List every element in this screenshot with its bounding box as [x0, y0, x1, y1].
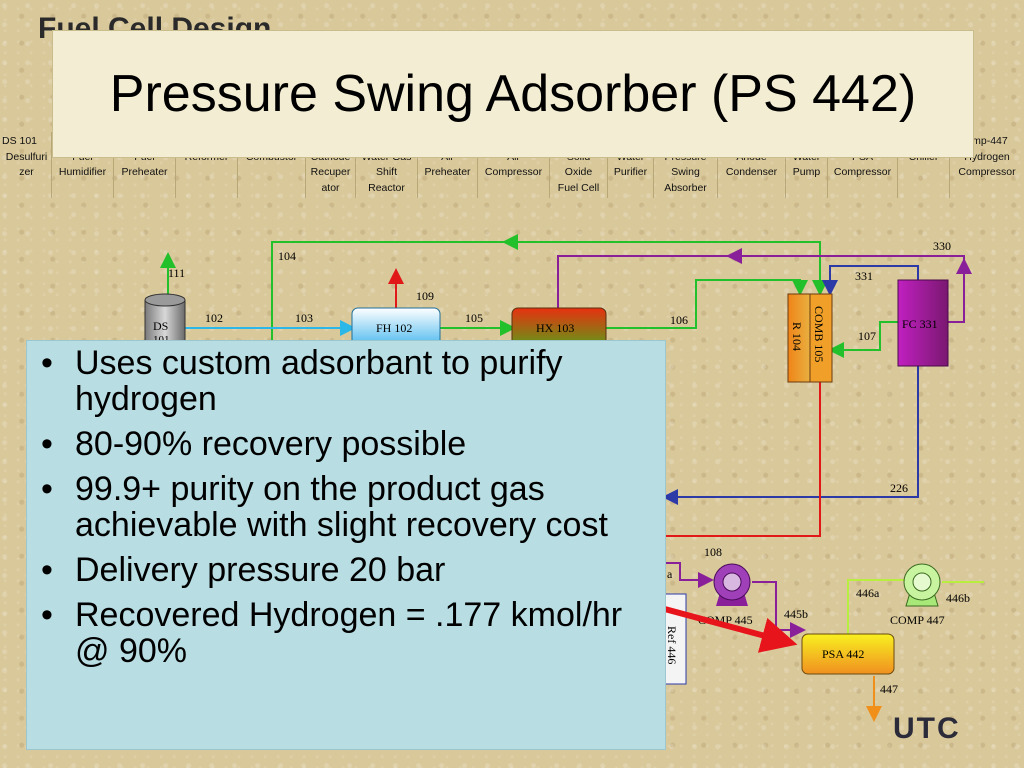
stream-445b-line [752, 581, 806, 638]
bullet-item: Delivery pressure 20 bar [41, 552, 655, 588]
bullet-list-box: Uses custom adsorbant to purify hydrogen… [26, 340, 666, 750]
psa-442-unit: PSA 442 [801, 633, 895, 675]
stream-331-label: 331 [855, 269, 873, 283]
stream-446a-line [847, 579, 904, 634]
fh-102-label: FH 102 [376, 321, 412, 335]
slide-title: Pressure Swing Adsorber (PS 442) [109, 65, 917, 123]
hx-103-label: HX 103 [536, 321, 574, 335]
bullet-list: Uses custom adsorbant to purify hydrogen… [41, 345, 655, 669]
stream-108-line [666, 382, 821, 537]
comb-105-label: COMB 105 [812, 306, 826, 362]
stream-102-label: 102 [205, 311, 223, 325]
ds-101-unit: DS 101 [144, 293, 186, 348]
stream-445a-label: a [667, 567, 673, 581]
stream-103-label: 103 [295, 311, 313, 325]
stream-104-label: 104 [278, 249, 296, 263]
bullet-item: 80-90% recovery possible [41, 426, 655, 462]
comp-447-label: COMP 447 [890, 613, 945, 627]
stream-447-label: 447 [880, 682, 898, 696]
stream-104-line [271, 241, 828, 340]
stream-107-label: 107 [858, 329, 876, 343]
title-box: Pressure Swing Adsorber (PS 442) [52, 30, 974, 158]
stream-445a-line [666, 562, 714, 588]
r-104-label: R 104 [790, 322, 804, 351]
stream-108-label: 108 [704, 545, 722, 559]
stream-226-line [662, 366, 919, 505]
ref-446-label: Ref 446 [665, 626, 679, 664]
comp-447-unit: COMP 447 [890, 563, 945, 627]
stream-331-line [822, 265, 919, 296]
bullet-item: Recovered Hydrogen = .177 kmol/hr @ 90% [41, 597, 655, 669]
ds-101-label: DS [153, 319, 168, 333]
stream-111-label: 111 [168, 266, 185, 280]
stream-107-line [828, 321, 898, 358]
stream-446b-label: 446b [946, 591, 970, 605]
stream-445b-label: 445b [784, 607, 808, 621]
stream-105-label: 105 [465, 311, 483, 325]
bullet-item: 99.9+ purity on the product gas achievab… [41, 471, 655, 543]
bullet-item: Uses custom adsorbant to purify hydrogen [41, 345, 655, 417]
fc-331-label: FC 331 [902, 317, 938, 331]
stream-330-line [557, 255, 965, 340]
stream-106-line [606, 279, 808, 329]
stream-330-label: 330 [933, 239, 951, 253]
fc-331-unit: FC 331 [897, 279, 949, 367]
stream-109-label: 109 [416, 289, 434, 303]
psa-442-label: PSA 442 [822, 647, 864, 661]
utc-logo: UTC [893, 712, 961, 745]
stream-226-label: 226 [890, 481, 908, 495]
stream-446a-label: 446a [856, 586, 880, 600]
r-104-comb-105-unit: R 104 COMB 105 [787, 293, 833, 383]
stream-106-label: 106 [670, 313, 688, 327]
